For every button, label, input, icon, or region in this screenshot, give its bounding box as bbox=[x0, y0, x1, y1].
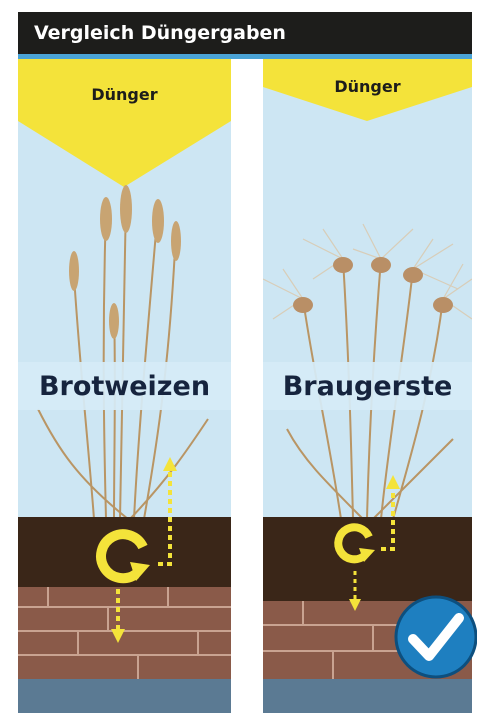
title-bar: Vergleich Düngergaben bbox=[18, 12, 472, 54]
crop-label-brotweizen: Brotweizen bbox=[18, 362, 231, 410]
checkmark-icon bbox=[393, 594, 477, 680]
fertilizer-label: Dünger bbox=[18, 85, 231, 104]
panel-brotweizen: Dünger Brotweizen bbox=[18, 59, 231, 713]
bedrock-layer bbox=[263, 679, 472, 713]
sky bbox=[263, 59, 472, 529]
fertilizer-label: Dünger bbox=[263, 77, 472, 96]
bedrock-layer bbox=[18, 679, 231, 713]
stone-layer bbox=[18, 587, 231, 679]
crop-label-braugerste: Braugerste bbox=[263, 362, 472, 410]
page-title: Vergleich Düngergaben bbox=[18, 22, 286, 44]
